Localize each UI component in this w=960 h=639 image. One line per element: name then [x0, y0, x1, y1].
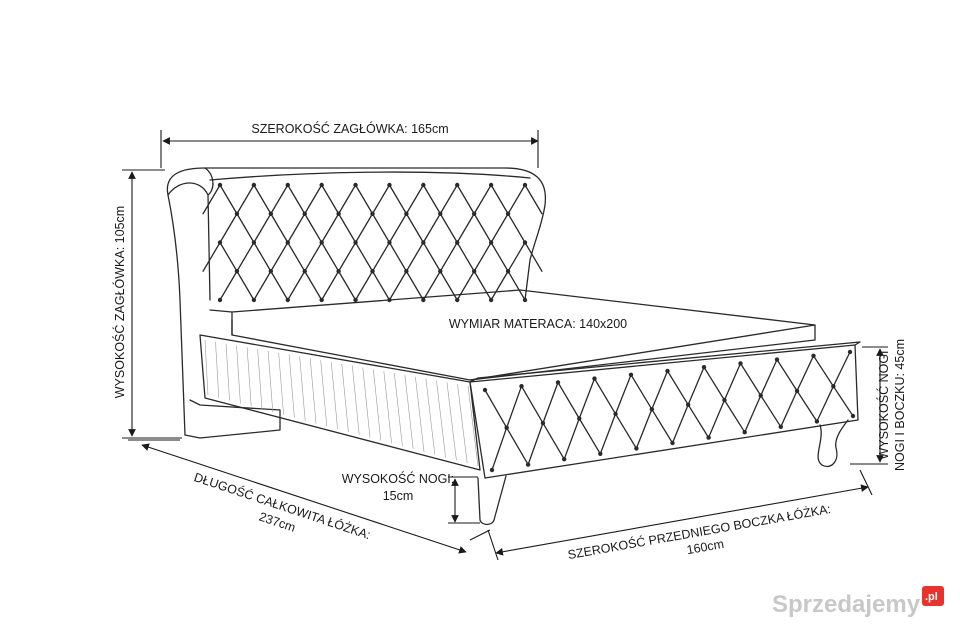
footboard — [469, 341, 861, 479]
watermark-badge — [922, 586, 944, 606]
front-width-label-line2: 160cm — [686, 537, 725, 557]
watermark-badge-text: .pl — [925, 591, 938, 603]
leg-height-label-line2: 15cm — [383, 489, 414, 503]
mattress-size-label: WYMIAR MATERACA: 140x200 — [449, 317, 627, 331]
leg-height-label-line1: WYSOKOŚĆ NOGI: — [342, 471, 455, 486]
front-right-leg — [817, 419, 849, 468]
side-height-label-line1: WYSOKOŚĆ NOGI — [876, 350, 891, 459]
side-rail — [199, 334, 481, 471]
side-height-label-line2: NOGI I BOCZKU: 45cm — [893, 339, 907, 471]
footboard-tufting — [482, 349, 856, 473]
watermark-text: Sprzedajemy — [772, 591, 921, 618]
headboard-width-label: SZEROKOŚĆ ZAGŁÓWKA: 165cm — [251, 121, 448, 136]
front-left-leg — [477, 475, 507, 526]
mattress — [231, 289, 816, 381]
headboard-tufting — [202, 182, 543, 303]
watermark-logo: Sprzedajemy .pl — [772, 586, 944, 618]
headboard-height-label: WYSOKOŚĆ ZAGŁÓWKA: 105cm — [112, 206, 127, 398]
headboard — [166, 167, 547, 439]
